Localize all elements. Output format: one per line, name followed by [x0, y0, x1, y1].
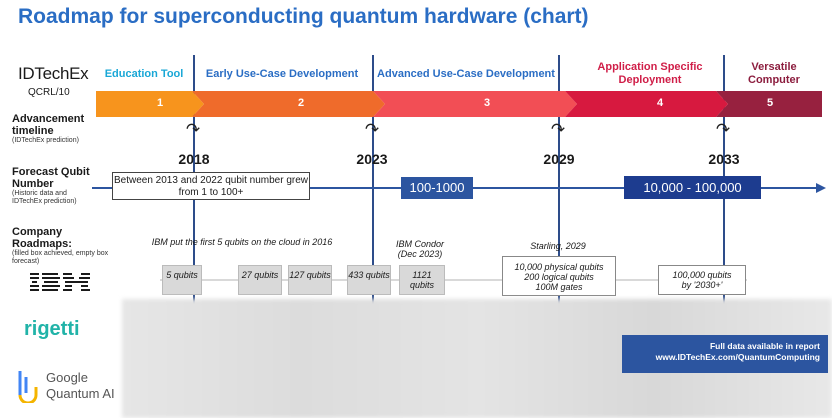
google-quantum-ai-icon: [18, 371, 38, 403]
ibm-roadmap-line: [160, 279, 747, 281]
divider-2023: [372, 55, 374, 305]
starling-physical: 10,000 physical qubits: [514, 262, 604, 272]
ibm-2030-date: by '2030+': [681, 280, 723, 290]
ibm-cloud-note: IBM put the first 5 qubits on the cloud …: [151, 237, 333, 247]
advancement-title: Advancement timeline: [12, 113, 85, 137]
ibm-qubit-box: 5 qubits: [162, 265, 202, 295]
phase-label-5: Versatile Computer: [748, 61, 800, 86]
forecast-title: Forecast Qubit Number: [12, 166, 90, 190]
ibm-starling-note: Starling, 2029: [530, 241, 586, 251]
ibm-qubit-box: 127 qubits: [288, 265, 332, 295]
phase-label-4: Application Specific Deployment: [597, 61, 703, 86]
ibm-qubit-box: 433 qubits: [347, 265, 391, 295]
quantum-ai-text: Quantum AI: [46, 386, 115, 401]
google-text: Google: [46, 370, 88, 385]
phase-number-1: 1: [156, 97, 164, 109]
starling-logical: 200 logical qubits: [524, 272, 594, 282]
year-2033: 2033: [708, 151, 740, 167]
turn-arrow-icon: ↷: [185, 120, 201, 139]
advancement-subtitle: (IDTechEx prediction): [12, 137, 79, 144]
forecast-box-mid: 100-1000: [401, 177, 473, 199]
phase-segment-4: [565, 91, 728, 117]
report-cta-link[interactable]: www.IDTechEx.com/QuantumComputing: [655, 352, 820, 362]
phase-number-5: 5: [766, 97, 774, 109]
google-quantum-ai-logo: Google Quantum AI: [46, 370, 115, 402]
row-label-advancement: Advancement timeline (IDTechEx predictio…: [12, 113, 92, 145]
forecast-box-high: 10,000 - 100,000: [624, 176, 761, 199]
rigetti-logo: rigetti: [24, 318, 80, 340]
ibm-starling-forecast-box: 10,000 physical qubits 200 logical qubit…: [502, 256, 616, 296]
company-subtitle: (filled box achieved, empty box forecast…: [12, 250, 109, 265]
phase-chevron-bar: [96, 91, 822, 117]
ibm-condor-note: IBM Condor (Dec 2023): [395, 239, 445, 259]
year-2018: 2018: [178, 151, 210, 167]
phase-number-2: 2: [297, 97, 305, 109]
divider-2029: [558, 55, 560, 305]
phase-number-4: 4: [656, 97, 664, 109]
starling-gates: 100M gates: [535, 282, 583, 292]
turn-arrow-icon: ↷: [550, 120, 566, 139]
ibm-logo: [30, 273, 90, 291]
ibm-qubit-box: 1121 qubits: [399, 265, 445, 295]
row-label-company: Company Roadmaps: (filled box achieved, …: [12, 226, 122, 266]
phase-label-1: Education Tool: [104, 68, 184, 80]
phase-label-3: Advanced Use-Case Development: [377, 68, 555, 80]
forecast-subtitle: (Historic data and IDTechEx prediction): [12, 190, 77, 205]
report-code: QCRL/10: [28, 87, 70, 98]
ibm-2030-qubits: 100,000 qubits: [672, 270, 732, 280]
ibm-2030-forecast-box: 100,000 qubits by '2030+': [658, 265, 746, 295]
turn-arrow-icon: ↷: [715, 120, 731, 139]
page-title: Roadmap for superconducting quantum hard…: [18, 5, 589, 28]
phase-label-2: Early Use-Case Development: [205, 68, 359, 80]
phase-segment-3: [373, 91, 577, 117]
report-cta-line1: Full data available in report: [709, 341, 820, 351]
ibm-qubit-box: 27 qubits: [238, 265, 282, 295]
phase-segment-1: [96, 91, 204, 117]
idtechex-logo: IDTechEx: [18, 64, 89, 83]
report-cta-box[interactable]: Full data available in report www.IDTech…: [622, 335, 828, 373]
phase-segment-5: [716, 91, 822, 117]
year-2023: 2023: [356, 151, 388, 167]
turn-arrow-icon: ↷: [364, 120, 380, 139]
phase-segment-2: [192, 91, 385, 117]
forecast-historic-box: Between 2013 and 2022 qubit number grew …: [112, 172, 310, 200]
year-2029: 2029: [543, 151, 575, 167]
row-label-forecast: Forecast Qubit Number (Historic data and…: [12, 166, 96, 206]
company-title: Company Roadmaps:: [12, 226, 72, 250]
phase-number-3: 3: [483, 97, 491, 109]
